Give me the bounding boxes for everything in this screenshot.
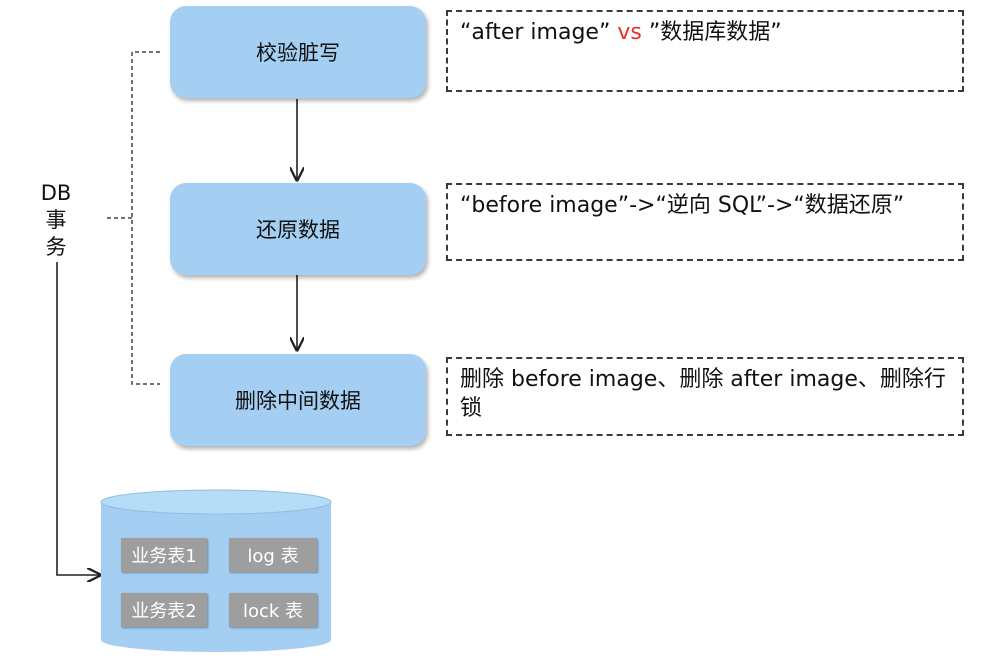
note1-text-a: “after image” — [460, 20, 618, 45]
db-label-line1: DB — [40, 181, 72, 205]
note-after-image-vs-db: “after image” vs ”数据库数据” — [446, 10, 964, 92]
db-label-line2: 事 — [45, 208, 67, 232]
note2-text: “before image”->“逆向 SQL”->“数据还原” — [460, 193, 905, 218]
note1-text-b: ”数据库数据” — [641, 20, 782, 45]
step-check-dirty-write: 校验脏写 — [170, 6, 426, 98]
db-bracket — [104, 51, 160, 385]
db-transaction-label: DB 事 务 — [30, 180, 82, 261]
table-business-2: 业务表2 — [121, 593, 207, 627]
note-before-image-reverse-sql: “before image”->“逆向 SQL”->“数据还原” — [446, 183, 964, 261]
step-restore-data: 还原数据 — [170, 183, 426, 275]
db-label-line3: 务 — [45, 235, 67, 259]
table-log: log 表 — [229, 538, 317, 572]
table-lock: lock 表 — [229, 593, 317, 627]
arrow-db-to-database — [56, 262, 100, 575]
step-delete-intermediate-data: 删除中间数据 — [170, 354, 426, 446]
note1-vs: vs — [617, 20, 642, 45]
note-delete-images-and-locks: 删除 before image、删除 after image、删除行锁 — [446, 357, 964, 436]
table-business-1: 业务表1 — [121, 538, 207, 572]
note3-text: 删除 before image、删除 after image、删除行锁 — [460, 367, 946, 421]
